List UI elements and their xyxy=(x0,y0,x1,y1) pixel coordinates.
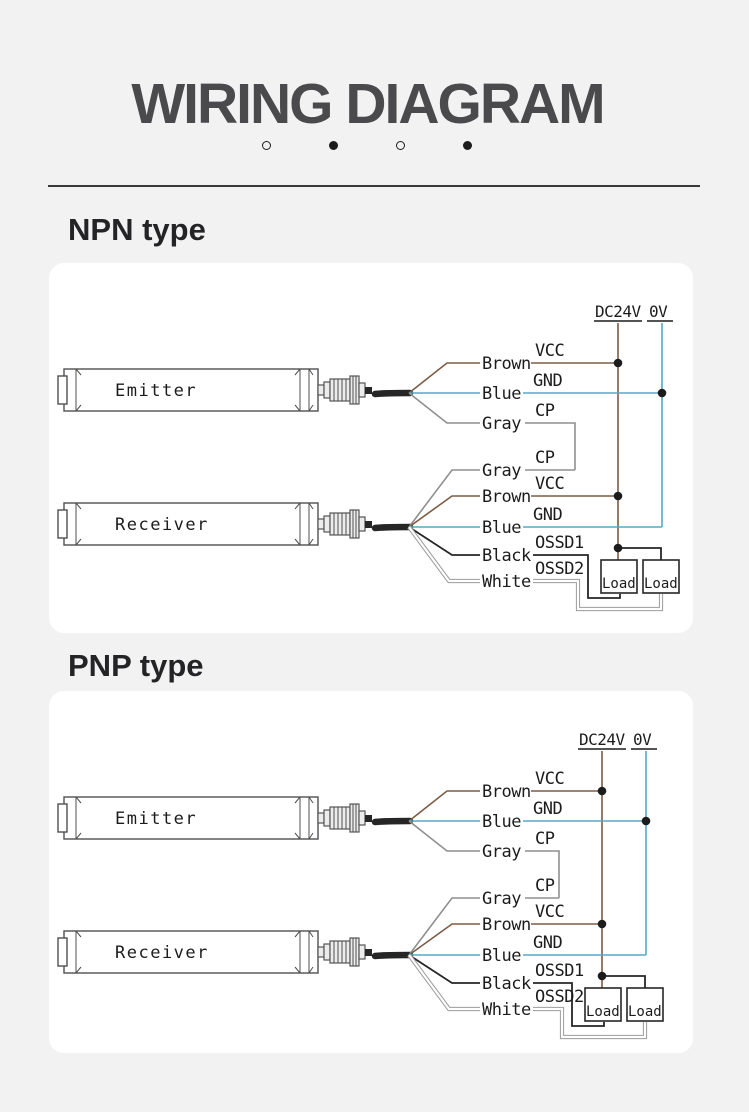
receiver-black-ossd1-wire: Black OSSD1 xyxy=(408,526,621,599)
emitter-blue-gnd-wire: Blue GND xyxy=(409,799,646,832)
terminal-label: VCC xyxy=(535,902,564,922)
wire-color-label: Black xyxy=(482,974,531,994)
pager-dot-4[interactable] xyxy=(462,141,472,150)
npn-wiring-card: DC24V 0V Emitter Brown VCC xyxy=(49,263,693,633)
divider-line xyxy=(48,185,700,188)
terminal-label: CP xyxy=(535,876,555,896)
wire-color-label: Gray xyxy=(482,414,521,434)
emitter-brown-vcc-wire: Brown VCC xyxy=(408,769,602,822)
wire-color-label: Blue xyxy=(482,384,521,404)
wire-color-label: Black xyxy=(482,546,531,566)
section-heading-npn: NPN type xyxy=(68,212,206,247)
junction-dot xyxy=(613,358,623,368)
page-title: WIRING DIAGRAM xyxy=(131,72,605,136)
terminal-label: OSSD1 xyxy=(535,533,584,553)
receiver-white-ossd2-wire: White OSSD2 xyxy=(407,953,648,1040)
terminal-label: GND xyxy=(533,799,562,819)
receiver-white-ossd2-wire: White OSSD2 xyxy=(407,525,664,612)
emitter-label: Emitter xyxy=(115,381,197,401)
load-label: Load xyxy=(586,1004,620,1020)
junction-dot xyxy=(613,491,623,501)
receiver-device: Receiver xyxy=(58,503,410,545)
section-heading-pnp: PNP type xyxy=(68,648,204,683)
zero-v-label: 0V xyxy=(633,730,652,749)
wire-color-label: White xyxy=(482,572,531,592)
wire-color-label: Gray xyxy=(482,842,521,862)
emitter-gray-cp-wire: Gray CP xyxy=(408,392,576,470)
junction-dot xyxy=(597,919,607,929)
zero-v-label: 0V xyxy=(649,302,668,321)
junction-dot xyxy=(657,388,667,398)
emitter-device: Emitter xyxy=(58,369,410,411)
emitter-brown-vcc-wire: Brown VCC xyxy=(408,341,618,394)
load-box-2: Load xyxy=(642,559,680,594)
junction-dot xyxy=(597,971,607,981)
receiver-brown-vcc-wire: Brown VCC xyxy=(408,474,618,528)
load-box-1: Load xyxy=(600,559,638,594)
emitter-device: Emitter xyxy=(58,797,410,839)
load-label: Load xyxy=(628,1004,662,1020)
wire-color-label: Gray xyxy=(482,461,521,481)
receiver-blue-gnd-wire: Blue GND xyxy=(409,505,662,538)
pager-dot-1[interactable] xyxy=(261,141,271,150)
junction-dot xyxy=(613,543,623,553)
receiver-gray-cp-wire: Gray CP xyxy=(408,876,559,956)
terminal-label: CP xyxy=(535,829,555,849)
slide-pager xyxy=(0,141,733,150)
terminal-label: GND xyxy=(533,371,562,391)
wire-color-label: Brown xyxy=(482,354,531,374)
wire-color-label: White xyxy=(482,1000,531,1020)
wire-color-label: Brown xyxy=(482,915,531,935)
pager-dot-3[interactable] xyxy=(395,141,405,150)
terminal-label: CP xyxy=(535,448,555,468)
receiver-label: Receiver xyxy=(115,515,209,535)
terminal-label: OSSD1 xyxy=(535,961,584,981)
wire-color-label: Gray xyxy=(482,889,521,909)
terminal-label: GND xyxy=(533,505,562,525)
receiver-device: Receiver xyxy=(58,931,410,973)
wire-color-label: Brown xyxy=(482,487,531,507)
terminal-label: OSSD2 xyxy=(535,987,584,1007)
receiver-brown-vcc-wire: Brown VCC xyxy=(408,902,602,956)
receiver-gray-cp-wire: Gray CP xyxy=(408,448,575,528)
terminal-label: GND xyxy=(533,933,562,953)
dc24v-label: DC24V xyxy=(595,302,642,321)
terminal-label: VCC xyxy=(535,474,564,494)
wire-color-label: Blue xyxy=(482,518,521,538)
pager-dot-2[interactable] xyxy=(328,141,338,150)
emitter-blue-gnd-wire: Blue GND xyxy=(409,371,662,404)
terminal-label: CP xyxy=(535,401,555,421)
power-rail-dc24v: DC24V xyxy=(578,730,626,988)
receiver-blue-gnd-wire: Blue GND xyxy=(409,933,646,966)
power-rail-0v: 0V xyxy=(631,730,657,955)
load2-feed-wire xyxy=(618,547,662,560)
junction-dot xyxy=(641,816,651,826)
emitter-label: Emitter xyxy=(115,809,197,829)
load-label: Load xyxy=(602,576,636,592)
receiver-label: Receiver xyxy=(115,943,209,963)
junction-dot xyxy=(597,786,607,796)
wire-color-label: Blue xyxy=(482,812,521,832)
load-box-1: Load xyxy=(584,987,622,1022)
pnp-wiring-card: DC24V 0V Emitter Brown VCC xyxy=(49,691,693,1053)
wire-color-label: Blue xyxy=(482,946,521,966)
load-label: Load xyxy=(644,576,678,592)
load2-feed-wire xyxy=(602,975,646,988)
load-box-2: Load xyxy=(626,987,664,1022)
terminal-label: VCC xyxy=(535,341,564,361)
power-rail-dc24v: DC24V xyxy=(594,302,642,560)
receiver-black-ossd1-wire: Black OSSD1 xyxy=(408,954,605,1027)
terminal-label: OSSD2 xyxy=(535,559,584,579)
power-rail-0v: 0V xyxy=(647,302,673,527)
terminal-label: VCC xyxy=(535,769,564,789)
dc24v-label: DC24V xyxy=(579,730,626,749)
emitter-gray-cp-wire: Gray CP xyxy=(408,820,560,898)
wire-color-label: Brown xyxy=(482,782,531,802)
